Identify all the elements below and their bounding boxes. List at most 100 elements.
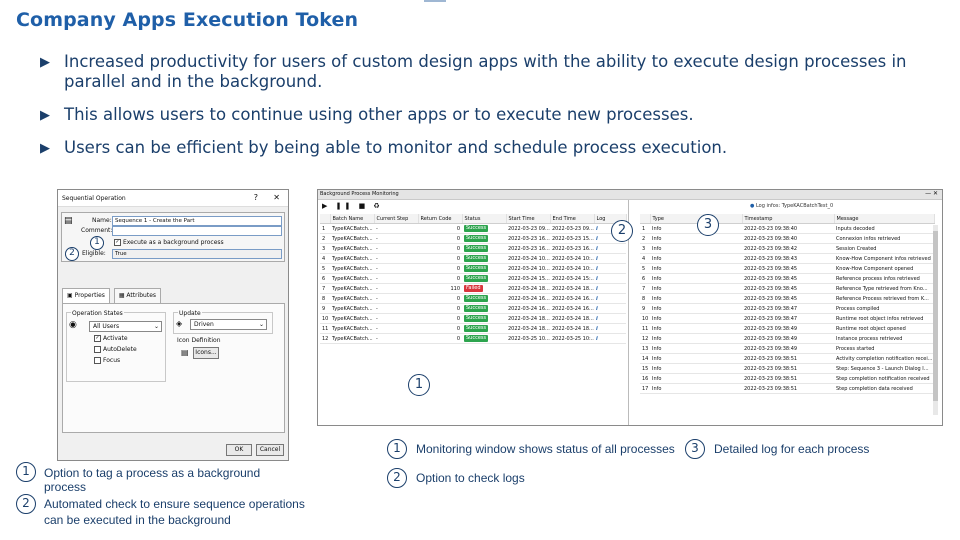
cell-log[interactable]: i <box>594 223 626 234</box>
log-info-icon[interactable]: i <box>596 305 598 312</box>
name-field[interactable]: Sequence 1 - Create the Part <box>112 216 282 226</box>
legend-text: Detailed log for each process <box>714 442 870 456</box>
update-combo[interactable]: Driven⌄ <box>190 319 267 330</box>
column-header[interactable]: Status <box>462 214 507 224</box>
pane-divider[interactable] <box>628 200 629 425</box>
icons-button[interactable]: Icons... <box>193 347 219 359</box>
column-header[interactable]: Current Step <box>374 214 419 224</box>
column-header[interactable]: Timestamp <box>742 214 835 224</box>
cell-log[interactable]: i <box>594 333 626 344</box>
column-header[interactable] <box>640 214 651 224</box>
cell-log[interactable]: i <box>594 253 626 264</box>
log-info-icon[interactable]: i <box>596 245 598 252</box>
log-cell-n: 1 <box>640 223 650 234</box>
cell-status: Success <box>462 303 506 314</box>
focus-checkbox[interactable]: Focus <box>94 357 120 364</box>
users-combo[interactable]: All Users⌄ <box>89 321 162 332</box>
column-header[interactable] <box>320 214 331 224</box>
scrollbar-thumb[interactable] <box>933 231 938 401</box>
cell-log[interactable]: i <box>594 243 626 254</box>
activate-checkbox[interactable]: ✓Activate <box>94 335 128 342</box>
cell-log[interactable]: i <box>594 233 626 244</box>
window-controls[interactable]: — ✕ <box>925 190 938 197</box>
tab-attributes[interactable]: ▦ Attributes <box>113 288 162 303</box>
dialog-title: Sequential Operation <box>62 195 126 202</box>
status-badge: Success <box>464 255 489 262</box>
log-cell-type: Info <box>650 333 742 344</box>
cell-log[interactable]: i <box>594 293 626 304</box>
log-info-icon[interactable]: i <box>596 255 598 262</box>
close-button[interactable]: ✕ <box>273 193 280 202</box>
dialog-titlebar: Sequential Operation ? ✕ <box>58 190 288 207</box>
column-header[interactable]: Batch Name <box>330 214 375 224</box>
log-info-icon[interactable]: i <box>596 265 598 272</box>
help-button[interactable]: ? <box>253 193 258 202</box>
cell-step: - <box>374 243 418 254</box>
log-info-icon[interactable]: i <box>596 275 598 282</box>
log-info-icon[interactable]: i <box>596 235 598 242</box>
column-header[interactable]: Return Code <box>418 214 463 224</box>
monitor-toolbar[interactable]: ▶ ❚❚ ■ ♻ <box>322 202 383 210</box>
column-header[interactable]: End Time <box>550 214 595 224</box>
log-info-icon[interactable]: i <box>596 295 598 302</box>
log-info-icon[interactable]: i <box>596 335 598 342</box>
log-info-icon[interactable]: i <box>596 285 598 292</box>
log-info-icon[interactable]: i <box>596 315 598 322</box>
log-cell-msg: Runtime root object infos retrieved <box>834 313 934 324</box>
background-process-checkbox[interactable]: ✓Execute as a background process <box>114 239 224 246</box>
properties-panel: Operation States ◉ All Users⌄ ✓Activate … <box>62 303 285 433</box>
cell-step: - <box>374 233 418 244</box>
log-info-icon[interactable]: i <box>596 225 598 232</box>
ok-button[interactable]: OK <box>226 444 252 456</box>
cell-step: - <box>374 253 418 264</box>
column-header[interactable]: Log <box>594 214 627 224</box>
column-header[interactable]: Message <box>834 214 935 224</box>
cell-log[interactable]: i <box>594 313 626 324</box>
column-header[interactable]: Start Time <box>506 214 551 224</box>
cell-log[interactable]: i <box>594 303 626 314</box>
cell-step: - <box>374 273 418 284</box>
log-info-label: ● Log infos: TypeKACBatchTest_0 <box>750 203 834 209</box>
tab-properties[interactable]: ▣ Properties <box>62 288 110 303</box>
column-header[interactable]: Type <box>650 214 743 224</box>
cell-log[interactable]: i <box>594 273 626 284</box>
cancel-button[interactable]: Cancel <box>256 444 284 456</box>
log-scrollbar[interactable] <box>933 225 938 415</box>
log-info-icon[interactable]: i <box>596 325 598 332</box>
comment-field[interactable] <box>112 226 282 236</box>
cell-log[interactable]: i <box>594 283 626 294</box>
cell-code: 0 <box>418 233 462 244</box>
cell-log[interactable]: i <box>594 323 626 334</box>
autodelete-checkbox[interactable]: AutoDelete <box>94 346 137 353</box>
cell-log[interactable]: i <box>594 263 626 274</box>
